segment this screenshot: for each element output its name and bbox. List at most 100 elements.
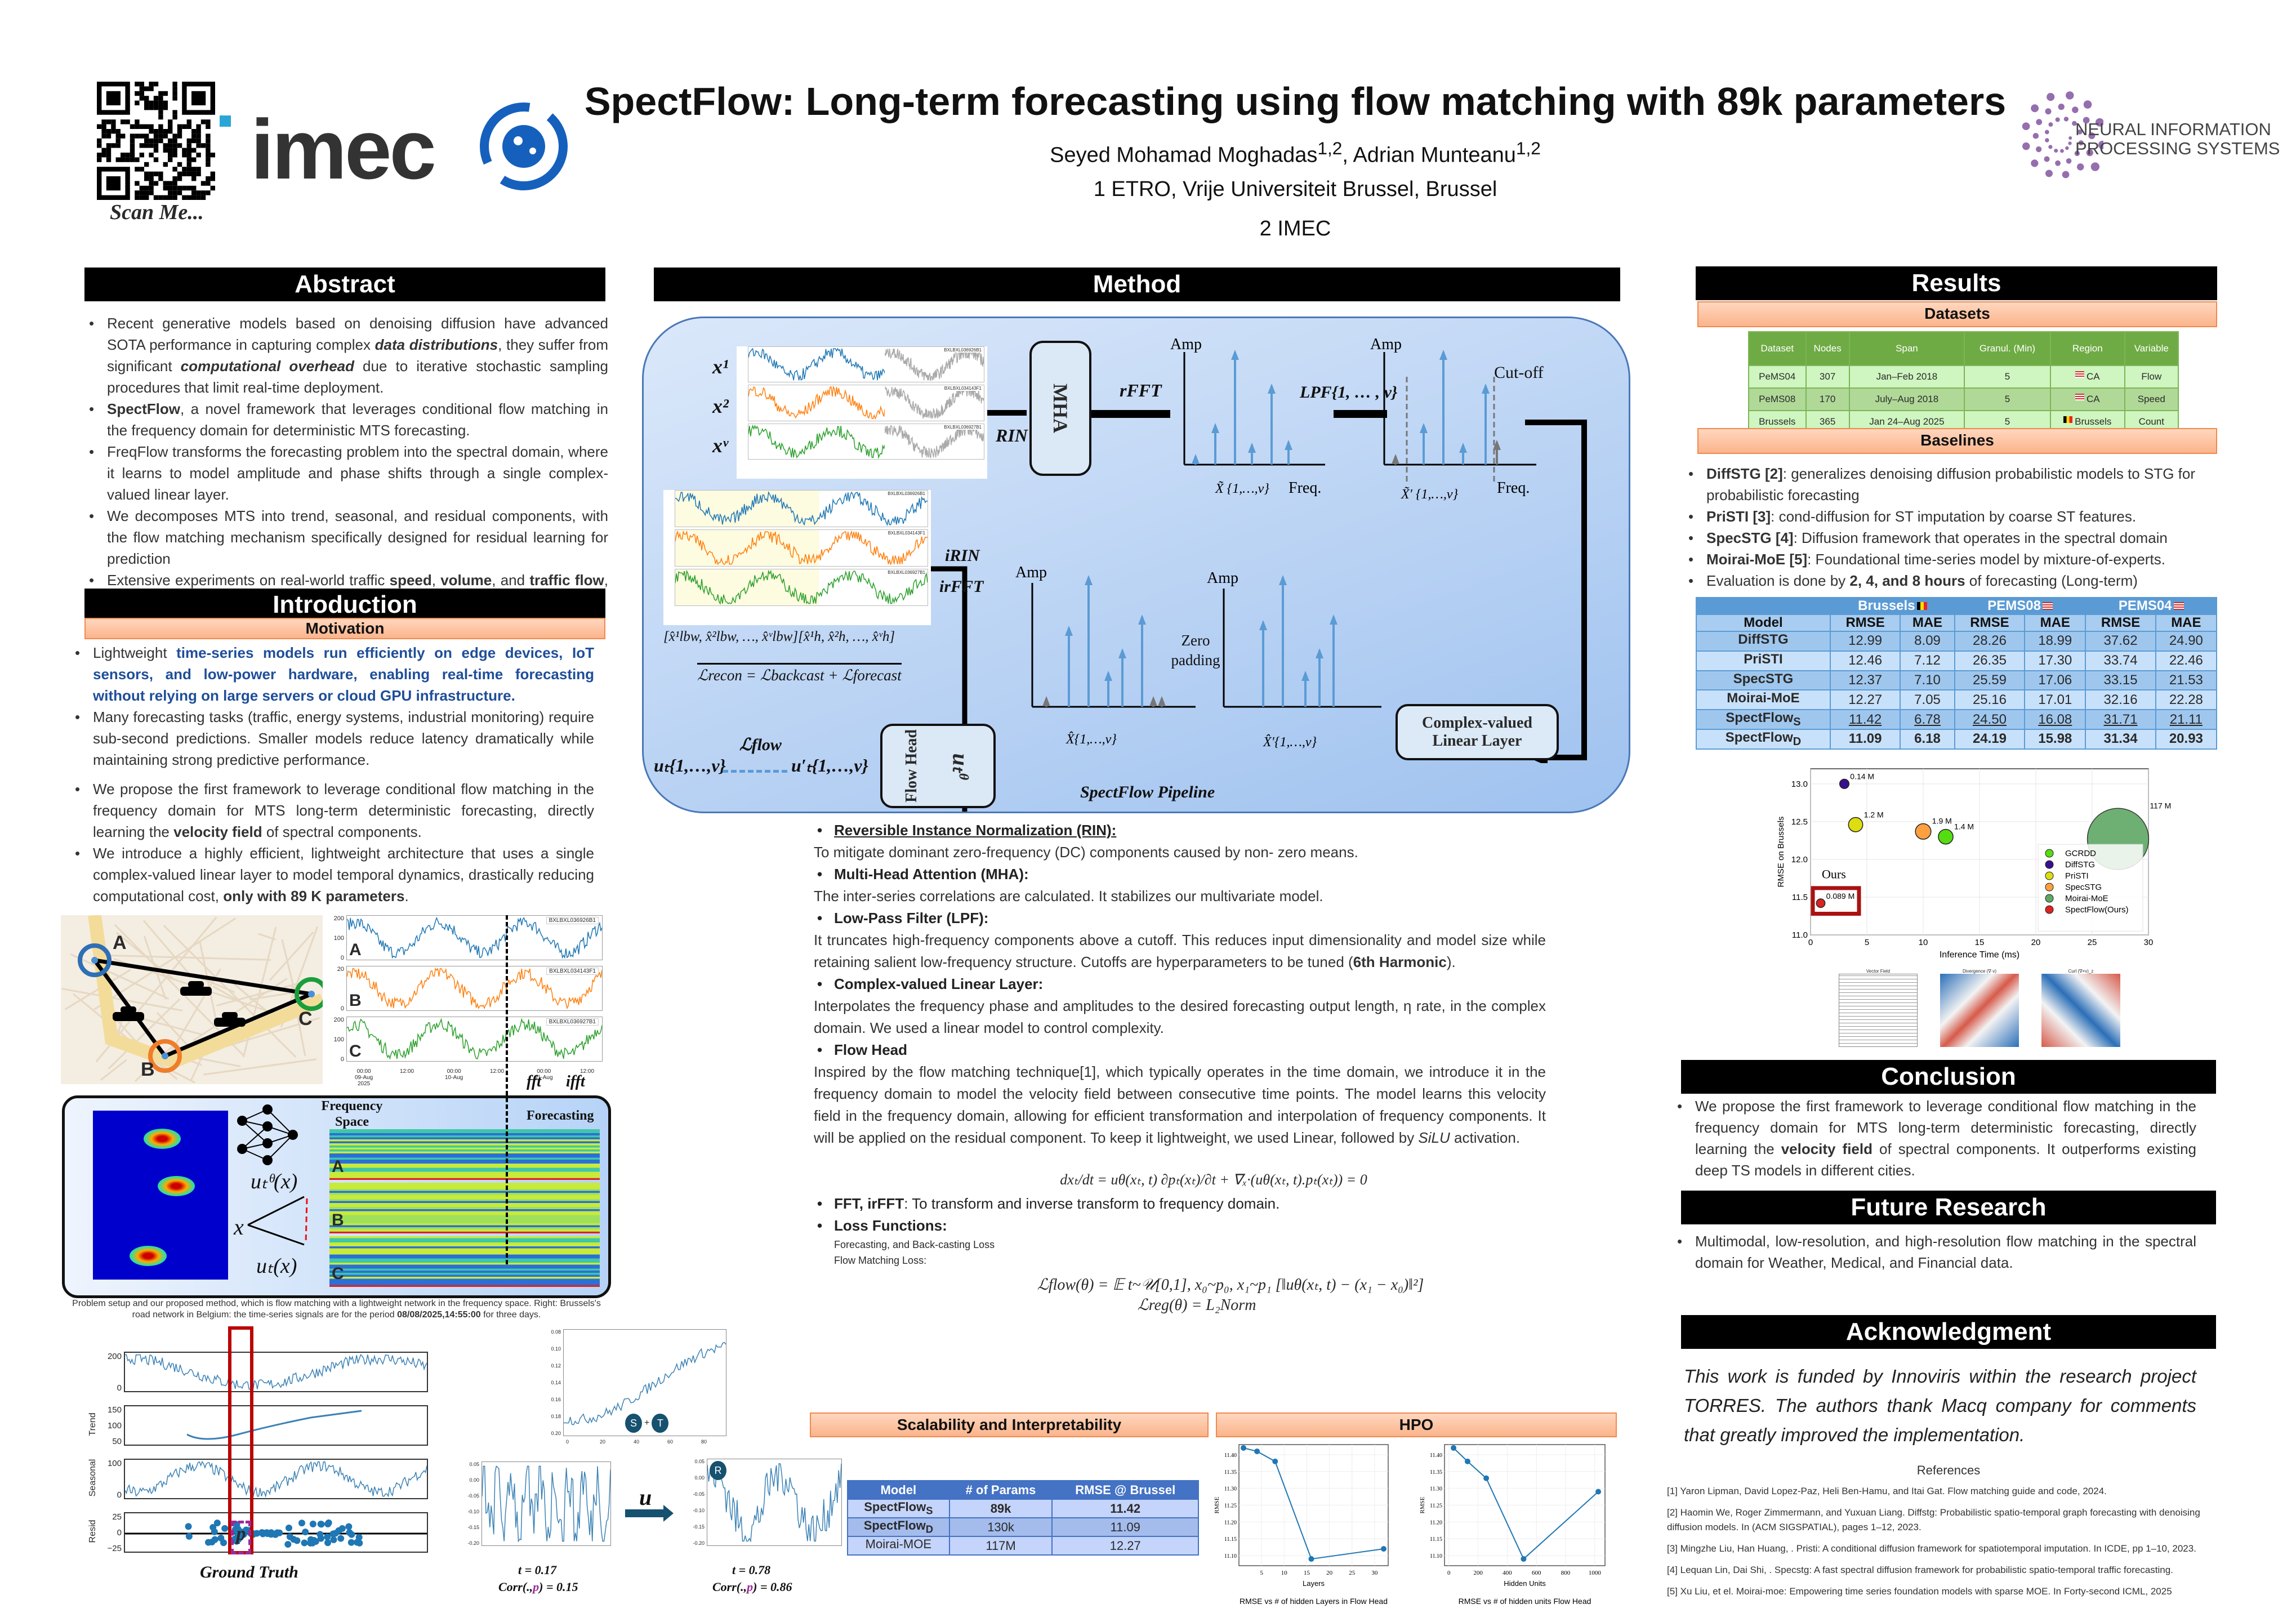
metric-cell: 22.46 (2155, 650, 2218, 671)
y-tick: 150 (107, 1405, 122, 1415)
metric-cell: 26.35 (1954, 650, 2026, 671)
y-tick: -0.20 (693, 1540, 705, 1546)
series-line (675, 530, 928, 566)
legend-marker (2045, 894, 2054, 903)
spectrum-label: X̃ {1,…,v} (1215, 481, 1269, 496)
text: We propose the first framework to levera… (93, 781, 594, 840)
x-tick: 00:00 11-Aug (535, 1068, 553, 1081)
x-tick: 15 (1975, 938, 1985, 947)
x-tick: 20 (2031, 938, 2041, 947)
metric-cell: 31.71 (2085, 709, 2156, 730)
resid-point (243, 1526, 250, 1534)
continuity-equation: dxₜ/dt = uθ(xₜ, t) ∂pₜ(xₜ)/∂t + ∇ₓ·(uθ(x… (1060, 1171, 1367, 1188)
column-header: Granul. (Min) (1964, 331, 2051, 366)
resid-point (302, 1529, 309, 1536)
resid-point (312, 1538, 319, 1545)
series-future (885, 347, 984, 382)
y-tick: 0.10 (551, 1346, 561, 1352)
cell: 5 (1964, 365, 2051, 389)
decomp-series (124, 1460, 427, 1498)
y-tick: -0.20 (467, 1540, 479, 1546)
rin-label: RIN (996, 425, 1028, 445)
resid-point (347, 1539, 355, 1546)
text: Many forecasting tasks (traffic, energy … (93, 708, 594, 768)
neurips-line-1: NEURAL INFORMATION (2075, 119, 2271, 139)
hpo-header: HPO (1216, 1412, 1617, 1437)
series-node-label: C (349, 1042, 362, 1060)
emphasis: only with 89 K parameters (223, 888, 405, 904)
text: due to iterative stochastic sampling pro… (107, 358, 609, 396)
future-list: Multimodal, low-resolution, and high-res… (1673, 1231, 2196, 1273)
abstract-item: FreqFlow transforms the forecasting prob… (84, 441, 608, 505)
column-header: RMSE @ Brussel (1051, 1480, 1199, 1500)
ground-truth-label: Ground Truth (200, 1563, 298, 1581)
vub-logo (479, 101, 569, 194)
flow-loss-equation: ℒflow(θ) = 𝔼 t~𝒰[0,1], x₀~p₀, x₁~p₁ [‖uθ… (1037, 1276, 1424, 1294)
decomp-ylabel: Trend (88, 1412, 97, 1436)
loss-item: Forecasting, and Back-casting Loss (834, 1239, 995, 1250)
x-tick: 40 (634, 1439, 640, 1445)
metric-cell: 25.59 (1954, 670, 2026, 691)
series-legend: BXLBXL034143F1 (888, 531, 925, 536)
metric-cell: 32.16 (2085, 689, 2156, 711)
model-variant: S (1793, 715, 1801, 728)
x-tick: 15 (1304, 1570, 1310, 1576)
abstract-item: We decomposes MTS into trend, seasonal, … (84, 505, 608, 569)
qr-code[interactable] (97, 82, 215, 200)
legend-marker (2045, 883, 2054, 892)
x-tick: 0 (566, 1439, 569, 1445)
flow-dashed-arrow (723, 770, 787, 773)
value-cell: 11.42 (1051, 1499, 1199, 1518)
metric-cell: 17.01 (2024, 689, 2087, 711)
us-flag-icon (2173, 602, 2184, 610)
text: : generalizes denoising diffusion probab… (1706, 465, 2196, 503)
hpo-ylabel: RMSE (1214, 1496, 1220, 1513)
bubble-SpectFlow(Ours) (1816, 898, 1826, 908)
value-cell: 89k (948, 1499, 1053, 1518)
resid-point (211, 1528, 218, 1535)
velocity-vectors (247, 1196, 308, 1246)
fft-item: FFT, irFFT: To transform and inverse tra… (814, 1193, 1546, 1215)
y-tick: 12.0 (1791, 855, 1808, 865)
fig-image (2041, 974, 2120, 1047)
dataset-group-header: PEMS08 (1954, 597, 2087, 615)
input-xv-label: xᵛ (712, 434, 728, 457)
author-2: , Adrian Munteanu (1342, 143, 1516, 167)
u-arrow-icon (625, 1509, 665, 1517)
results-header: Results (1696, 266, 2217, 300)
metric-cell: 6.78 (1900, 709, 1955, 730)
bubble-label: 117 M (2150, 801, 2171, 810)
baseline-item: Moirai-MoE [5]: Foundational time-series… (1684, 549, 2216, 570)
y-tick: 200 (333, 915, 344, 922)
text: The inter-series correlations are calcul… (814, 888, 1323, 904)
cell-text: 170 (1819, 394, 1836, 404)
cell-text: CA (2086, 394, 2100, 404)
metric-cell: 12.46 (1829, 650, 1901, 671)
x-tick: 30 (2144, 938, 2154, 947)
cell: 307 (1805, 365, 1850, 389)
text: of spectral components. (262, 823, 422, 840)
model-name: PriSTI (1744, 651, 1783, 667)
reference-item: [4] Lequan Lin, Dai Shi, . Specstg: A fa… (1667, 1565, 2173, 1575)
heatmap-B: B (329, 1183, 600, 1233)
y-tick: -0.05 (467, 1493, 479, 1499)
text: To mitigate dominant zero-frequency (DC)… (814, 844, 1358, 861)
caption-text: Problem setup and our proposed method, w… (72, 1299, 601, 1320)
abstract-list: Recent generative models based on denois… (84, 313, 608, 612)
text: Extensive experiments on real-world traf… (107, 572, 390, 589)
metric-cell: 17.30 (2024, 650, 2087, 671)
series-2 (675, 569, 928, 605)
corr-p: p (747, 1580, 754, 1594)
emphasis: SpecSTG [4] (1706, 529, 1794, 546)
belgium-flag-icon (1916, 602, 1927, 610)
st-series (563, 1342, 726, 1425)
